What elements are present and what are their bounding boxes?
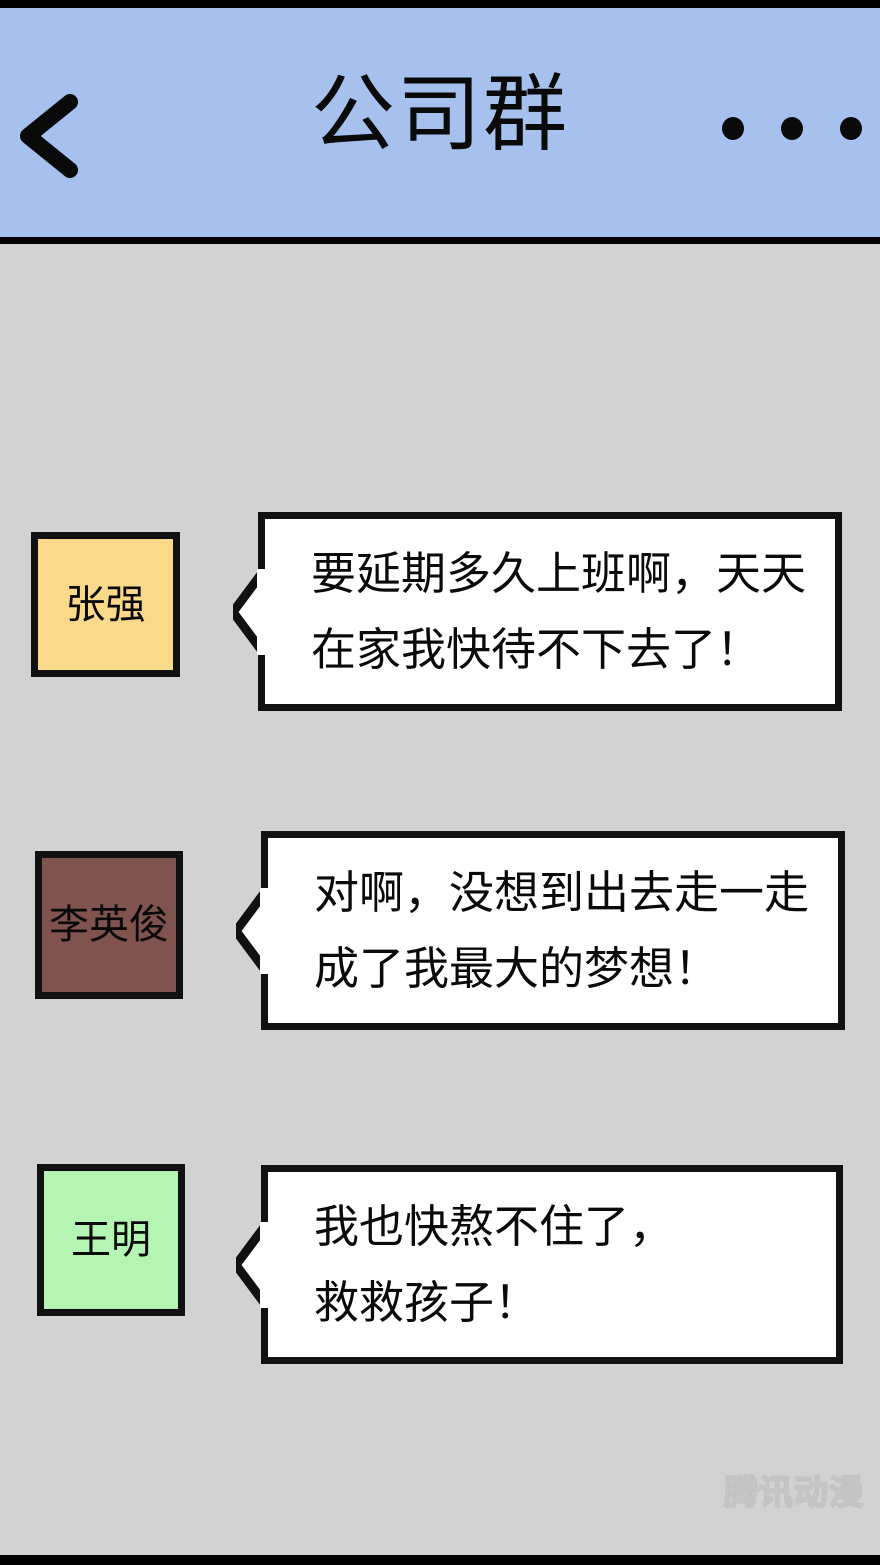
message-bubble[interactable]: 要延期多久上班啊，天天 在家我快待不下去了！ bbox=[233, 512, 842, 711]
more-horizontal-icon-dot-1 bbox=[722, 116, 744, 140]
message-bubble[interactable]: 我也快熬不住了， 救救孩子！ bbox=[236, 1165, 843, 1364]
message-row: 王明 我也快熬不住了， 救救孩子！ bbox=[0, 911, 880, 1364]
bottom-frame-bar bbox=[0, 1555, 880, 1565]
message-text: 对啊，没想到出去走一走 成了我最大的梦想！ bbox=[314, 865, 810, 995]
watermark: 腾讯动漫 bbox=[723, 1472, 864, 1514]
avatar-label: 李英俊 bbox=[49, 902, 169, 948]
chevron-left-icon bbox=[8, 86, 88, 186]
page-title: 公司群 bbox=[310, 65, 569, 163]
bubble-tail-icon bbox=[233, 568, 265, 655]
avatar: 张强 bbox=[31, 532, 180, 677]
avatar: 王明 bbox=[37, 1164, 185, 1316]
avatar-label: 张强 bbox=[65, 581, 146, 628]
more-horizontal-icon-dot-2 bbox=[781, 116, 803, 140]
avatar-label: 王明 bbox=[71, 1217, 151, 1263]
message-row: 李英俊 对啊，没想到出去走一走 成了我最大的梦想！ bbox=[0, 581, 880, 1030]
message-list: 张强 要延期多久上班啊，天天 在家我快待不下去了！ 李英俊 bbox=[0, 251, 880, 1555]
avatar: 李英俊 bbox=[35, 851, 183, 999]
message-text: 我也快熬不住了， 救救孩子！ bbox=[314, 1199, 675, 1329]
chat-header: 公司群 bbox=[0, 8, 880, 244]
message-bubble[interactable]: 对啊，没想到出去走一走 成了我最大的梦想！ bbox=[236, 831, 845, 1030]
more-horizontal-icon-dot-3 bbox=[840, 116, 862, 140]
bubble-tail-icon bbox=[236, 1221, 268, 1308]
message-row: 张强 要延期多久上班啊，天天 在家我快待不下去了！ bbox=[0, 251, 880, 711]
bubble-tail-icon bbox=[236, 887, 268, 974]
back-button[interactable] bbox=[8, 86, 88, 186]
top-frame-bar bbox=[0, 0, 880, 8]
more-options-button[interactable] bbox=[722, 104, 862, 152]
message-text: 要延期多久上班啊，天天 在家我快待不下去了！ bbox=[311, 546, 807, 676]
